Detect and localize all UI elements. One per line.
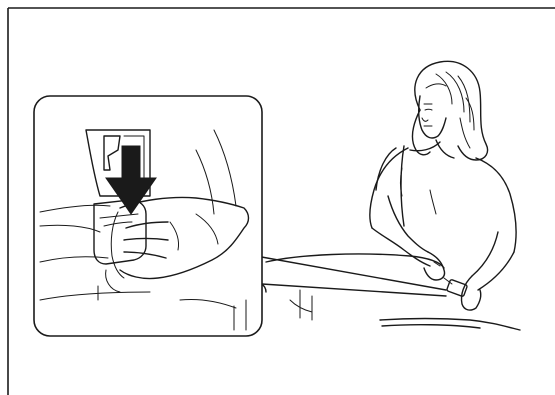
seat-belt-strap bbox=[256, 256, 446, 296]
detail-inset bbox=[34, 96, 262, 336]
inset-border bbox=[34, 96, 262, 336]
car-seat bbox=[266, 146, 520, 330]
woman-figure bbox=[370, 61, 516, 310]
